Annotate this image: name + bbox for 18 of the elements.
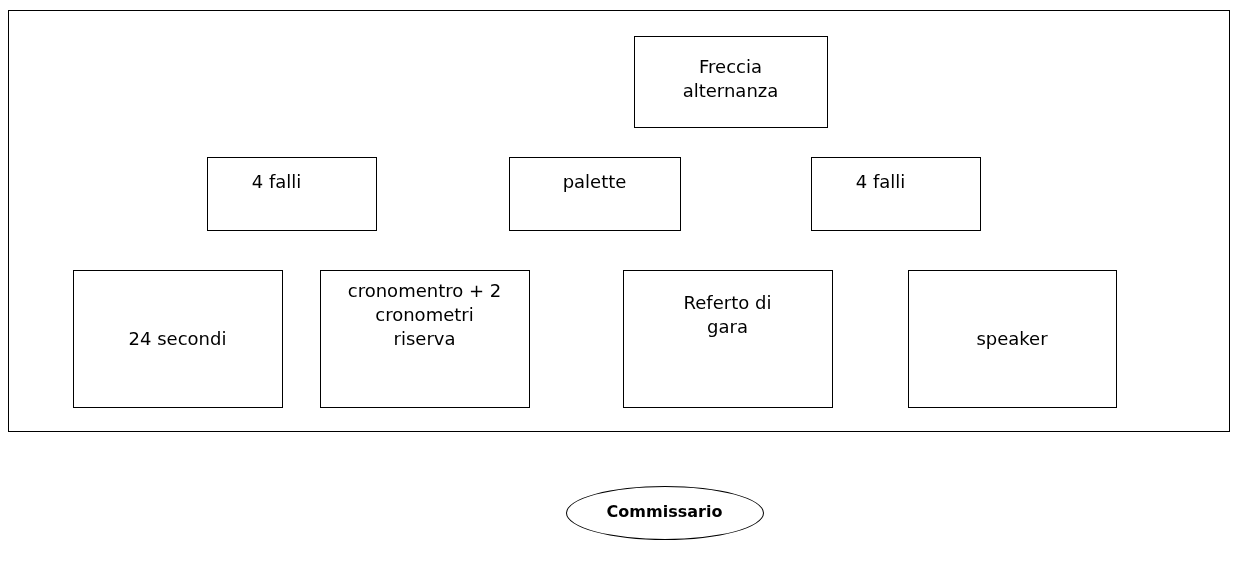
node-text: 4 falli <box>854 170 907 194</box>
label-box <box>509 157 681 231</box>
node-text: speaker <box>975 327 1049 351</box>
label-box <box>207 157 377 231</box>
frame-box <box>8 10 1230 432</box>
node-text: cronomentro + 2 cronometri riserva <box>346 279 503 351</box>
label-box <box>320 270 530 408</box>
label-box <box>73 270 283 408</box>
label-box <box>623 270 833 408</box>
node-text: 4 falli <box>250 170 303 194</box>
node-text: Referto di gara <box>682 291 773 339</box>
label-box <box>634 36 828 128</box>
label-box <box>908 270 1117 408</box>
node-text: palette <box>561 170 628 194</box>
label-box <box>811 157 981 231</box>
node-text: Commissario <box>605 501 724 523</box>
node-text: 24 secondi <box>127 327 228 351</box>
node-text: Freccia alternanza <box>681 55 780 103</box>
